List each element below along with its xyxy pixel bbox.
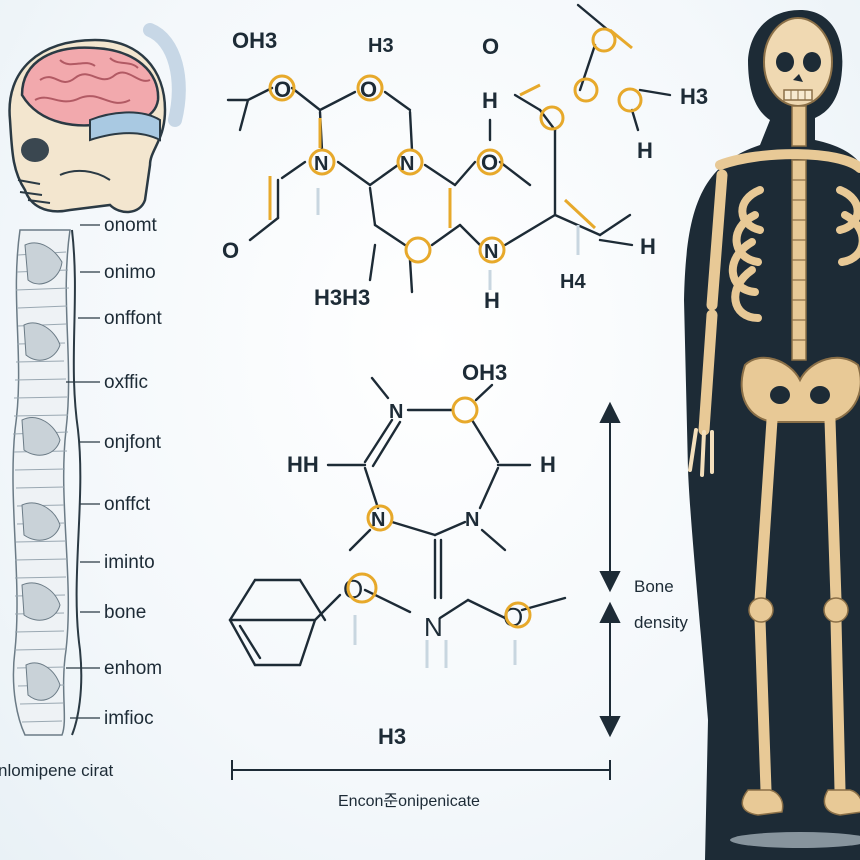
atom-label: O (481, 150, 498, 175)
atom-label: H (482, 88, 498, 113)
atom-label: N (400, 153, 414, 175)
atom-label: H3 (680, 84, 708, 109)
atom-label: N (371, 509, 385, 531)
spine-label: oxffic (104, 372, 148, 393)
spine-label: bone (104, 602, 146, 623)
atom-label: OH3 (232, 28, 277, 53)
upper-molecule-atoms: OH3 H3 O O O H H3 H O N N N O H H H3H3 H… (222, 28, 708, 313)
lower-molecule-oxygen-rings (346, 572, 532, 629)
atom-label: H (640, 234, 656, 259)
atom-label: H3 (368, 35, 394, 57)
atom-label: O (222, 238, 239, 263)
upper-molecule-shadows (316, 188, 580, 290)
atom-label: H (540, 452, 556, 477)
atom-label: N (424, 612, 443, 642)
spine-label: enhom (104, 658, 162, 679)
lower-molecule-bonds (228, 376, 567, 667)
upper-molecule-bonds (226, 3, 672, 294)
density-label-line1: Bone (634, 577, 674, 596)
spine-label: onomt (104, 215, 158, 236)
bottom-caption: Encon준onipenicate (338, 793, 480, 810)
spine-label: imfioc (104, 708, 154, 729)
atom-label: O (360, 77, 377, 102)
atom-label: N (389, 401, 403, 423)
lower-molecule-shadows (353, 615, 517, 668)
spine-labels: onomt onimo onffont oxffic onjfont onffc… (0, 215, 162, 780)
spine-caption: nlomipene cirat (0, 761, 114, 780)
atom-label: N (484, 241, 498, 263)
density-arrow (599, 401, 621, 738)
atom-label: N (314, 153, 328, 175)
atom-label: H4 (560, 271, 586, 293)
lower-molecule-atoms: OH3 N HH H N N O N O H3 (287, 360, 556, 749)
upper-molecule-highlights (268, 27, 643, 264)
atom-label: O (482, 34, 499, 59)
atom-label: N (465, 509, 479, 531)
scale-bar (231, 760, 611, 780)
spine-label: onffct (104, 494, 151, 515)
atom-label: H (484, 288, 500, 313)
human-skeleton-illustration (684, 10, 860, 860)
atom-label: OH3 (462, 360, 507, 385)
atom-label: H3H3 (314, 285, 370, 310)
atom-label: H (637, 138, 653, 163)
atom-label: H3 (378, 724, 406, 749)
skull-brain-illustration (8, 23, 186, 214)
lower-molecule-highlights (366, 396, 479, 532)
atom-label: O (274, 77, 291, 102)
spine-illustration (12, 224, 100, 736)
spine-label: onjfont (104, 432, 162, 453)
atom-label: HH (287, 452, 319, 477)
spine-label: onffont (104, 308, 162, 329)
density-label-line2: density (634, 613, 688, 632)
spine-label: onimo (104, 262, 156, 283)
spine-label: iminto (104, 552, 155, 573)
